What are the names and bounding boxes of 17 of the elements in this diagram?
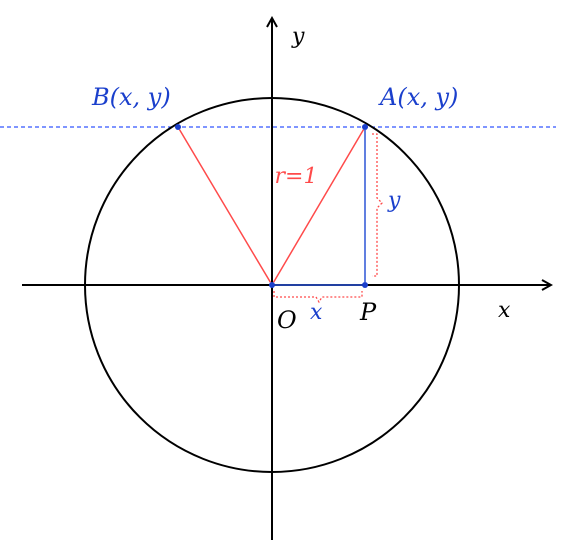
line-segment (178, 129, 272, 283)
axis-label: y (292, 26, 304, 48)
line-segment (364, 130, 366, 282)
point-label: P (360, 300, 376, 324)
length-label: x (310, 302, 322, 324)
edge-label: r=1 (274, 166, 318, 188)
point-label: O (277, 308, 297, 332)
line-segment (275, 284, 362, 286)
point-dot (175, 124, 181, 130)
line-segment (272, 129, 364, 283)
point-dot (362, 124, 368, 130)
point-label: B(x, y) (92, 85, 171, 109)
point-label: A(x, y) (380, 85, 458, 109)
length-label: y (388, 190, 400, 212)
point-dot (362, 282, 368, 288)
axis-label: x (498, 300, 510, 322)
point-dot (269, 282, 275, 288)
